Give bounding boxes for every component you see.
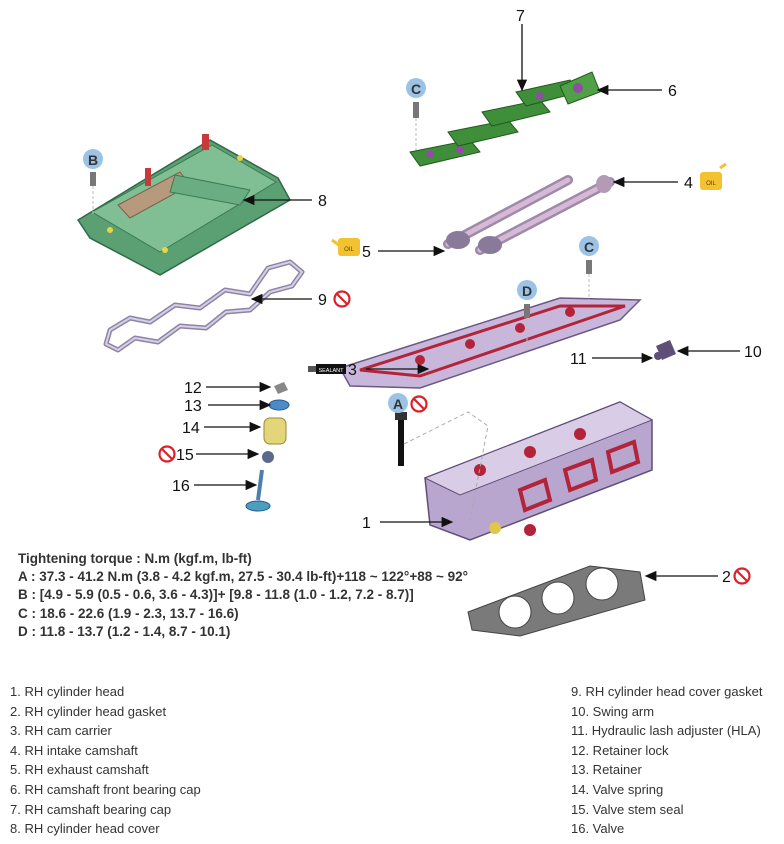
head-gasket <box>467 565 646 637</box>
callout-4: 4 <box>684 175 693 192</box>
intake-camshaft <box>475 177 615 255</box>
no-reuse-icon <box>333 290 351 308</box>
torque-line-b: B : [4.9 - 5.9 (0.5 - 0.6, 3.6 - 4.3)]+ … <box>18 587 414 603</box>
legend-item: 4. RH intake camshaft <box>10 742 138 758</box>
callout-10: 10 <box>744 344 762 361</box>
legend-item: 14. Valve spring <box>571 781 664 797</box>
cam-carrier <box>338 297 642 389</box>
torque-line-c: C : 18.6 - 22.6 (1.9 - 2.3, 13.7 - 16.6) <box>18 605 239 621</box>
callout-12: 12 <box>184 380 202 397</box>
head-bolt-a <box>398 418 404 466</box>
cylinder-head-cover <box>76 134 292 276</box>
exploded-diagram: SEALANT OIL OIL B C C D A <box>76 8 762 637</box>
svg-text:D: D <box>522 283 532 299</box>
svg-text:C: C <box>584 239 594 255</box>
legend-item: 15. Valve stem seal <box>571 801 684 817</box>
callout-3: 3 <box>348 362 357 379</box>
callout-6: 6 <box>668 83 677 100</box>
exhaust-camshaft <box>443 175 573 249</box>
callout-16: 16 <box>172 478 190 495</box>
legend-item: 7. RH camshaft bearing cap <box>10 801 172 817</box>
no-reuse-icon <box>733 567 751 585</box>
callout-11: 11 <box>570 351 587 368</box>
legend-item: 13. Retainer <box>571 762 642 778</box>
legend-item: 3. RH cam carrier <box>10 723 112 739</box>
callout-13: 13 <box>184 398 202 415</box>
hla <box>654 352 662 360</box>
torque-line-a: A : 37.3 - 41.2 N.m (3.8 - 4.2 kgf.m, 27… <box>18 569 469 585</box>
sealant-tube: SEALANT <box>308 364 346 374</box>
legend-item: 1. RH cylinder head <box>10 684 125 699</box>
camshaft-bearing-caps <box>409 71 601 167</box>
bolt-badge-c-top: C <box>406 78 426 150</box>
valve-train <box>245 382 290 512</box>
legend-item: 6. RH camshaft front bearing cap <box>10 781 201 797</box>
oil-tag-5: OIL <box>344 247 354 253</box>
bolt-badge-b: B <box>83 149 103 215</box>
legend-item: 2. RH cylinder head gasket <box>10 703 167 719</box>
callout-14: 14 <box>182 420 200 437</box>
callout-2: 2 <box>722 569 731 586</box>
oil-tag-4: OIL <box>706 181 716 187</box>
callout-7: 7 <box>516 8 525 25</box>
legend-item: 9. RH cylinder head cover gasket <box>571 684 763 699</box>
legend-item: 8. RH cylinder head cover <box>10 821 160 837</box>
legend-item: 12. Retainer lock <box>571 742 669 758</box>
torque-title: Tightening torque : N.m (kgf.m, lb-ft) <box>18 551 252 566</box>
legend-item: 11. Hydraulic lash adjuster (HLA) <box>571 723 761 739</box>
tightening-torque-block: Tightening torque : N.m (kgf.m, lb-ft) A… <box>18 550 468 641</box>
parts-legend-left: 1. RH cylinder head 2. RH cylinder head … <box>10 682 201 839</box>
bolt-badge-c-carrier: C <box>579 236 599 300</box>
callout-9: 9 <box>318 292 327 309</box>
oil-can-icon: OIL <box>700 162 727 190</box>
legend-item: 10. Swing arm <box>571 703 655 719</box>
callout-8: 8 <box>318 193 327 210</box>
callout-15: 15 <box>176 447 194 464</box>
oil-can-icon: OIL <box>331 238 360 256</box>
legend-item: 5. RH exhaust camshaft <box>10 762 149 778</box>
callout-5: 5 <box>362 244 371 261</box>
callout-1: 1 <box>362 515 371 532</box>
torque-line-d: D : 11.8 - 13.7 (1.2 - 1.4, 8.7 - 10.1) <box>18 623 231 639</box>
parts-legend-right: 9. RH cylinder head cover gasket 10. Swi… <box>571 682 762 839</box>
svg-text:A: A <box>393 396 403 412</box>
legend-item: 16. Valve <box>571 821 625 837</box>
svg-text:B: B <box>88 152 98 168</box>
bolt-badge-a: A <box>388 393 408 413</box>
leader-lines <box>194 24 740 582</box>
svg-text:C: C <box>411 81 421 97</box>
cylinder-head <box>423 401 654 541</box>
no-reuse-icon <box>158 445 176 463</box>
sealant-tag: SEALANT <box>318 368 344 374</box>
bolt-badge-d: D <box>517 280 537 350</box>
no-reuse-icon <box>410 395 428 413</box>
